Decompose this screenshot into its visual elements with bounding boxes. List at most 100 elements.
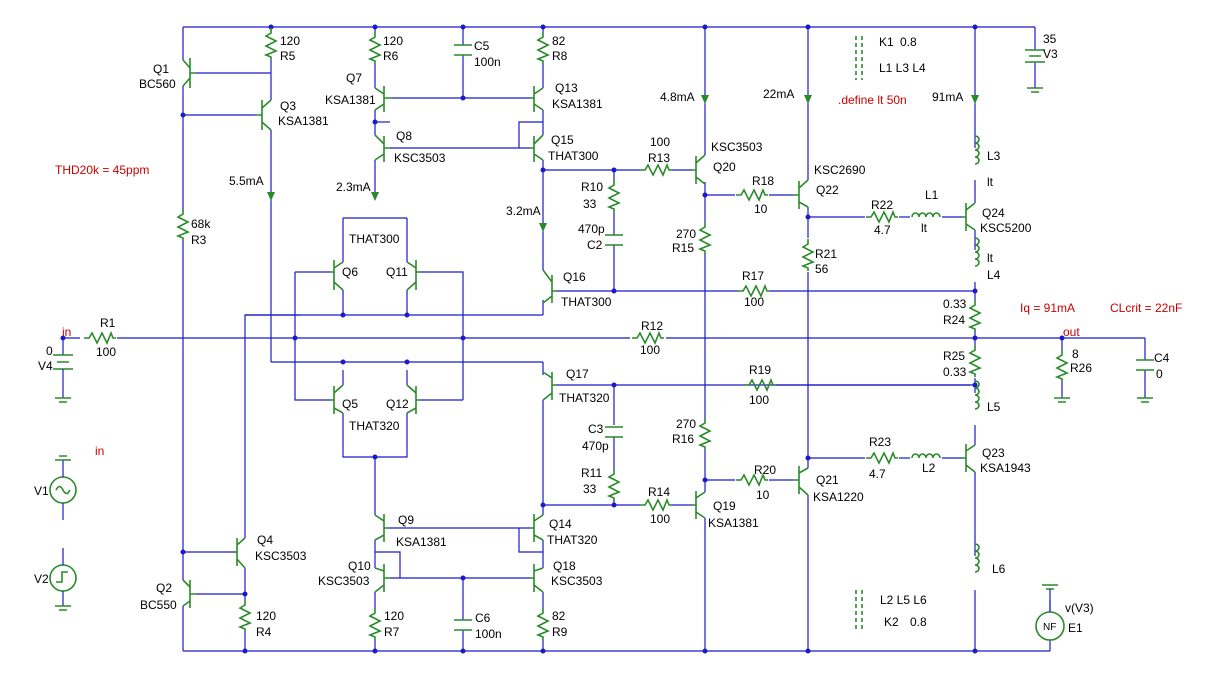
label-r3-value: 68k xyxy=(191,217,211,231)
label-l1: L1 xyxy=(925,188,939,202)
label-iq: Iq = 91mA xyxy=(1020,301,1075,315)
label-q18: Q18 xyxy=(553,559,576,573)
label-q9-value: KSA1381 xyxy=(396,535,447,549)
label-r26: R26 xyxy=(1070,361,1092,375)
label-k2-value: 0.8 xyxy=(910,615,927,629)
label-q10-value: KSC3503 xyxy=(318,574,370,588)
label-current-3-2ma: 3.2mA xyxy=(506,204,541,218)
label-v4: V4 xyxy=(38,359,53,373)
label-r9: R9 xyxy=(552,625,568,639)
label-r1: R1 xyxy=(100,316,116,330)
label-r11: R11 xyxy=(581,466,602,480)
label-q24: Q24 xyxy=(982,206,1005,220)
label-v4-value: 0 xyxy=(46,344,53,358)
label-r7: R7 xyxy=(384,625,400,639)
label-current-5-5ma: 5.5mA xyxy=(229,174,264,188)
label-e1: E1 xyxy=(1068,621,1083,635)
label-c4-value: 0 xyxy=(1156,367,1163,381)
label-q19-value: KSA1381 xyxy=(708,516,759,530)
label-r21: R21 xyxy=(815,247,837,261)
label-output-node: out xyxy=(1063,325,1080,339)
label-r8: R8 xyxy=(552,49,568,63)
label-define-lt: .define lt 50n xyxy=(838,93,907,107)
label-q3: Q3 xyxy=(280,99,296,113)
label-r15: R15 xyxy=(672,241,694,255)
label-q1-value: BC560 xyxy=(139,77,176,91)
label-c2-value: 470p xyxy=(578,222,605,236)
label-q6: Q6 xyxy=(342,265,358,279)
label-r17-value: 100 xyxy=(744,295,764,309)
label-l6: L6 xyxy=(992,562,1006,576)
label-q10: Q10 xyxy=(348,559,371,573)
label-c5: C5 xyxy=(474,39,490,53)
label-q13: Q13 xyxy=(555,81,578,95)
sources xyxy=(49,49,1153,641)
label-r14: R14 xyxy=(648,485,670,499)
label-r26-value: 8 xyxy=(1072,347,1079,361)
label-r16-value: 270 xyxy=(676,417,696,431)
label-l3-lt: lt xyxy=(987,175,994,189)
label-that300-pair: THAT300 xyxy=(349,232,400,246)
label-r16: R16 xyxy=(672,432,694,446)
label-r10: R10 xyxy=(581,180,603,194)
label-l4: L4 xyxy=(987,268,1001,282)
label-r6: R6 xyxy=(383,49,399,63)
label-q2: Q2 xyxy=(156,581,172,595)
label-l1-lt: lt xyxy=(921,221,928,235)
label-r13: R13 xyxy=(648,151,670,165)
label-q1: Q1 xyxy=(153,62,169,76)
label-q7-value: KSA1381 xyxy=(325,93,376,107)
label-q19: Q19 xyxy=(713,499,736,513)
label-r11-value: 33 xyxy=(583,482,597,496)
label-v3-value: 35 xyxy=(1043,32,1057,46)
capacitors xyxy=(454,44,1154,631)
label-q22: Q22 xyxy=(816,183,839,197)
label-r18-value: 10 xyxy=(754,202,768,216)
label-q17-value: THAT320 xyxy=(559,391,610,405)
label-q15-value: THAT300 xyxy=(548,149,599,163)
label-v3: V3 xyxy=(1043,47,1058,61)
label-r4: R4 xyxy=(256,625,272,639)
wires xyxy=(62,26,1146,652)
label-q16-value: THAT300 xyxy=(561,295,612,309)
label-r10-value: 33 xyxy=(583,197,597,211)
label-q8: Q8 xyxy=(396,129,412,143)
label-q23-value: KSA1943 xyxy=(980,461,1031,475)
label-that320-pair: THAT320 xyxy=(349,419,400,433)
label-r24-value: 0.33 xyxy=(943,297,967,311)
label-q5: Q5 xyxy=(342,397,358,411)
label-c6: C6 xyxy=(475,611,491,625)
junctions xyxy=(60,24,1065,654)
label-r8-value: 82 xyxy=(552,34,566,48)
label-v2: V2 xyxy=(34,572,49,586)
label-q4: Q4 xyxy=(257,533,273,547)
label-c2: C2 xyxy=(587,238,603,252)
label-r17: R17 xyxy=(742,269,764,283)
component-labels: Q1 BC560 120 R5 Q3 KSA1381 Q7 KSA1381 12… xyxy=(34,32,1182,641)
label-r22-value: 4.7 xyxy=(874,223,891,237)
label-e1-expr: v(V3) xyxy=(1065,601,1094,615)
label-q2-value: BC550 xyxy=(140,598,177,612)
label-q21: Q21 xyxy=(816,473,839,487)
label-l2: L2 xyxy=(922,461,936,475)
label-q17: Q17 xyxy=(566,367,589,381)
label-current-22ma: 22mA xyxy=(763,87,794,101)
label-q7: Q7 xyxy=(346,71,362,85)
label-q3-value: KSA1381 xyxy=(278,114,329,128)
label-r19: R19 xyxy=(749,363,771,377)
label-input-node: in xyxy=(62,325,71,339)
label-k2: K2 xyxy=(884,615,899,629)
label-q21-value: KSA1220 xyxy=(813,490,864,504)
label-q23: Q23 xyxy=(982,446,1005,460)
resistors xyxy=(83,27,1068,641)
label-q9: Q9 xyxy=(398,513,414,527)
label-k1-value: 0.8 xyxy=(900,35,917,49)
label-r19-value: 100 xyxy=(749,393,769,407)
label-in-source: in xyxy=(95,444,104,458)
label-q22-value: KSC2690 xyxy=(814,163,866,177)
label-r9-value: 82 xyxy=(552,609,566,623)
label-l3: L3 xyxy=(987,149,1001,163)
label-k1: K1 xyxy=(879,35,894,49)
label-r5: R5 xyxy=(280,49,296,63)
label-r25: R25 xyxy=(943,349,965,363)
